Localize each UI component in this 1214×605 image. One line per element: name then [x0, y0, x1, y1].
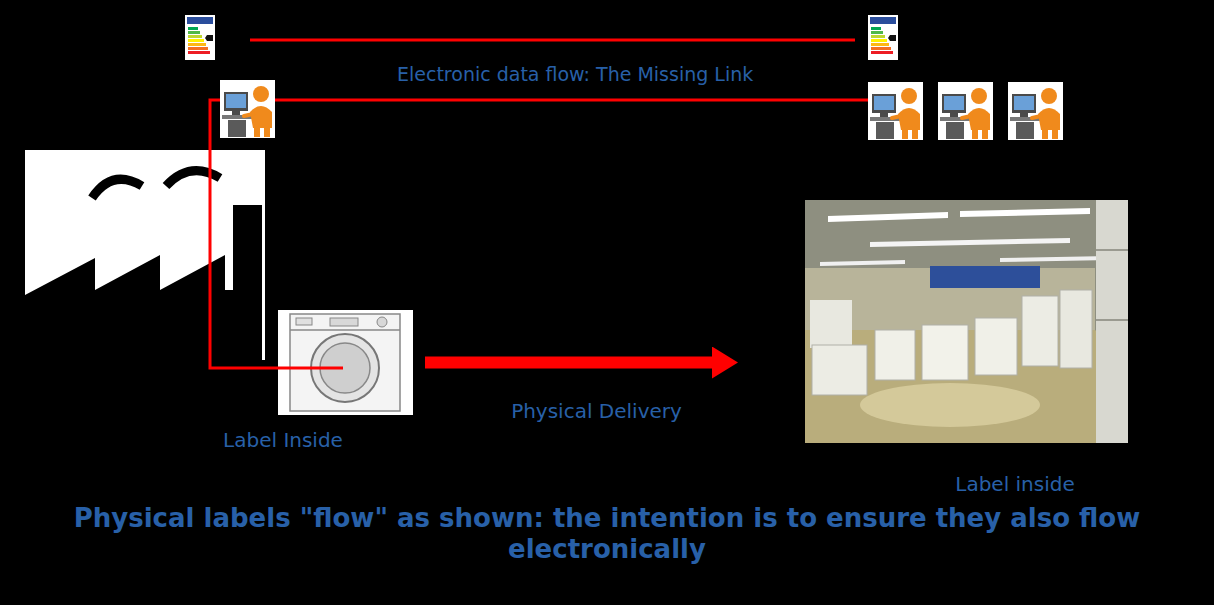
- computer-user-icon: [938, 82, 993, 140]
- data-feed-line: [210, 100, 343, 368]
- store-photo: [805, 200, 1128, 443]
- edge-label: Physical Delivery: [508, 399, 685, 423]
- energy-label-icon: [185, 15, 215, 60]
- factory-icon: [25, 150, 265, 360]
- computer-user-icon: [1008, 82, 1063, 140]
- delivery-arrow: [425, 357, 712, 369]
- store-node: Label inside: [805, 200, 1128, 443]
- data-flow-line: [250, 39, 855, 42]
- data-flow-line: [275, 99, 868, 102]
- flow-label: Electronic data flow: The Missing Link: [397, 62, 753, 86]
- node-caption: Label inside: [955, 472, 1075, 496]
- energy-label-icon: [868, 15, 898, 60]
- washing-machine-node: Label Inside: [278, 310, 413, 415]
- washing-machine-picture: [278, 310, 413, 415]
- caption-text: Physical labels "flow" as shown: the int…: [10, 503, 1204, 565]
- computer-user-icon: [220, 80, 275, 138]
- computer-user-icon: [868, 82, 923, 140]
- node-caption: Label Inside: [223, 428, 343, 452]
